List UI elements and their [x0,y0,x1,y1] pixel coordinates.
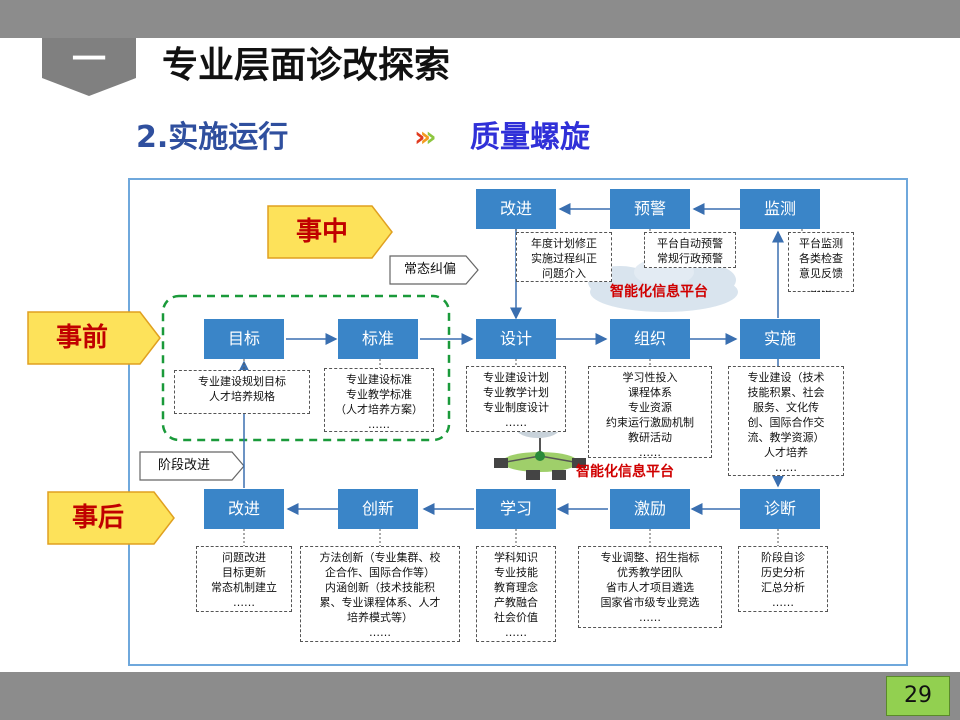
subsection-topic: 质量螺旋 [470,120,590,155]
phase-before-label: 事前 [56,323,109,353]
goal-box: 目标 [204,319,284,359]
phase-during-label: 事中 [296,217,349,247]
platform-label-bottom: 智能化信息平台 [576,464,674,480]
section-badge [42,38,136,96]
phase-after-label: 事后 [72,503,125,533]
organize-box: 组织 [610,319,690,359]
cloud-icon [588,258,738,312]
phase-arrow-before [27,311,161,365]
phase-arrow-after [47,491,175,545]
platform-label-top: 智能化信息平台 [610,284,708,300]
implement-note: 专业建设（技术技能积累、社会服务、文化传创、国际合作交流、教学资源）人才培养…… [728,366,844,476]
stage-improvement-tag: 阶段改进 [158,458,211,473]
subsection-title: 2.实施运行 [136,120,289,155]
warning-box: 预警 [610,189,690,229]
warning-note: 平台自动预警常规行政预警 [644,232,736,268]
improve-bottom-note: 问题改进目标更新常态机制建立…… [196,546,292,612]
design-note: 专业建设计划专业教学计划专业制度设计…… [466,366,566,432]
monitor-note: 平台监测各类检查意见反馈…… [788,232,854,295]
organize-note: 学习性投入课程体系专业资源约束运行激励机制教研活动…… [588,366,712,459]
learn-note: 学科知识专业技能教育理念产教融合社会价值…… [476,546,556,642]
routine-correction-tag: 常态纠偏 [404,262,457,277]
design-box: 设计 [476,319,556,359]
diagnose-note: 阶段自诊历史分析汇总分析…… [738,546,828,612]
incentive-note: 专业调整、招生指标优秀教学团队省市人才项目遴选国家省市级专业竞选…… [578,546,722,628]
goal-note: 专业建设规划目标人才培养规格 [174,370,310,414]
page-title: 专业层面诊改探索 [162,45,451,86]
standard-note: 专业建设标准专业教学标准（人才培养方案）…… [324,368,434,432]
standard-box: 标准 [338,319,418,359]
monitor-box: 监测 [740,189,820,229]
improve-bottom-box: 改进 [204,489,284,529]
incentive-box: 激励 [610,489,690,529]
top-bar [0,0,960,38]
page-number: 29 [886,676,950,716]
improve-top-note: 年度计划修正实施过程纠正问题介入 [516,232,612,282]
section-number: 一 [72,40,106,80]
phase-arrow-during [267,205,393,259]
improve-top-box: 改进 [476,189,556,229]
learn-box: 学习 [476,489,556,529]
diagnose-box: 诊断 [740,489,820,529]
innovate-note: 方法创新（专业集群、校企合作、国际合作等）内涵创新（技术技能积累、专业课程体系、… [300,546,460,642]
bottom-bar [0,672,960,720]
implement-box: 实施 [740,319,820,359]
innovate-box: 创新 [338,489,418,529]
